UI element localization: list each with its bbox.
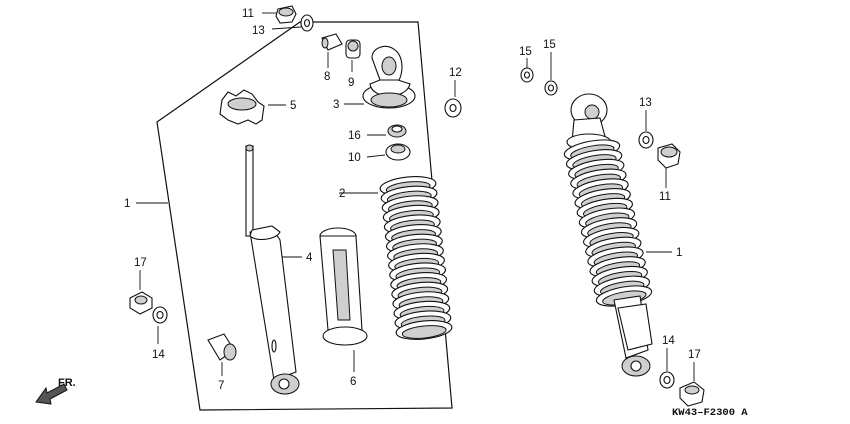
callout-10: 10 [348, 152, 361, 164]
spring-seat-part-5 [219, 89, 265, 125]
fr-label: FR. [58, 377, 76, 389]
bush-part-9 [345, 39, 361, 59]
callout-2: 2 [339, 188, 345, 200]
callout-17-left: 17 [134, 257, 147, 269]
callout-8: 8 [324, 71, 330, 83]
callout-16: 16 [348, 130, 361, 142]
front-direction-arrow-icon [35, 383, 68, 405]
callout-4: 4 [306, 252, 313, 264]
washer-part-15b [544, 80, 558, 96]
rubber-part-10 [385, 143, 411, 161]
washer-part-15a [520, 67, 534, 83]
washer-part-13-top [300, 14, 314, 32]
callout-11-right: 11 [659, 191, 671, 203]
callout-12: 12 [449, 67, 462, 79]
callout-7: 7 [218, 380, 224, 392]
spring-part-2 [379, 176, 453, 340]
nut-part-17-right [679, 381, 705, 407]
callout-15a: 15 [519, 46, 532, 58]
callout-14-right: 14 [662, 335, 675, 347]
callout-14-left: 14 [152, 349, 165, 361]
assembled-shock-unit-1 [563, 93, 653, 377]
spring-guide-part-6 [319, 227, 368, 346]
nut-part-11-top [275, 5, 297, 24]
rubber-part-16 [387, 124, 407, 138]
callout-6: 6 [350, 376, 356, 388]
washer-part-12 [444, 98, 462, 118]
callout-1-left: 1 [124, 198, 130, 210]
callout-9: 9 [348, 77, 354, 89]
bush-part-7 [207, 333, 237, 361]
callout-5: 5 [290, 100, 296, 112]
nut-part-11-right [657, 143, 681, 169]
bush-part-8 [321, 33, 343, 51]
upper-joint-part-3 [362, 45, 416, 109]
callout-13-right: 13 [639, 97, 652, 109]
assembled-spring-coils [563, 139, 653, 307]
washer-part-14-right [659, 371, 675, 389]
callout-3: 3 [333, 99, 339, 111]
nut-part-17-left [129, 291, 153, 315]
washer-part-13-right [638, 131, 654, 149]
spring-coil-inner [401, 325, 447, 339]
callout-15b: 15 [543, 39, 556, 51]
diagram-code: KW43–F2300 A [672, 407, 748, 419]
callout-1-right: 1 [676, 247, 682, 259]
damper-part-4 [245, 144, 300, 395]
washer-part-14-left [152, 306, 168, 324]
callout-13-top: 13 [252, 25, 265, 37]
callout-17-right: 17 [688, 349, 701, 361]
callout-11-top: 11 [242, 8, 254, 20]
